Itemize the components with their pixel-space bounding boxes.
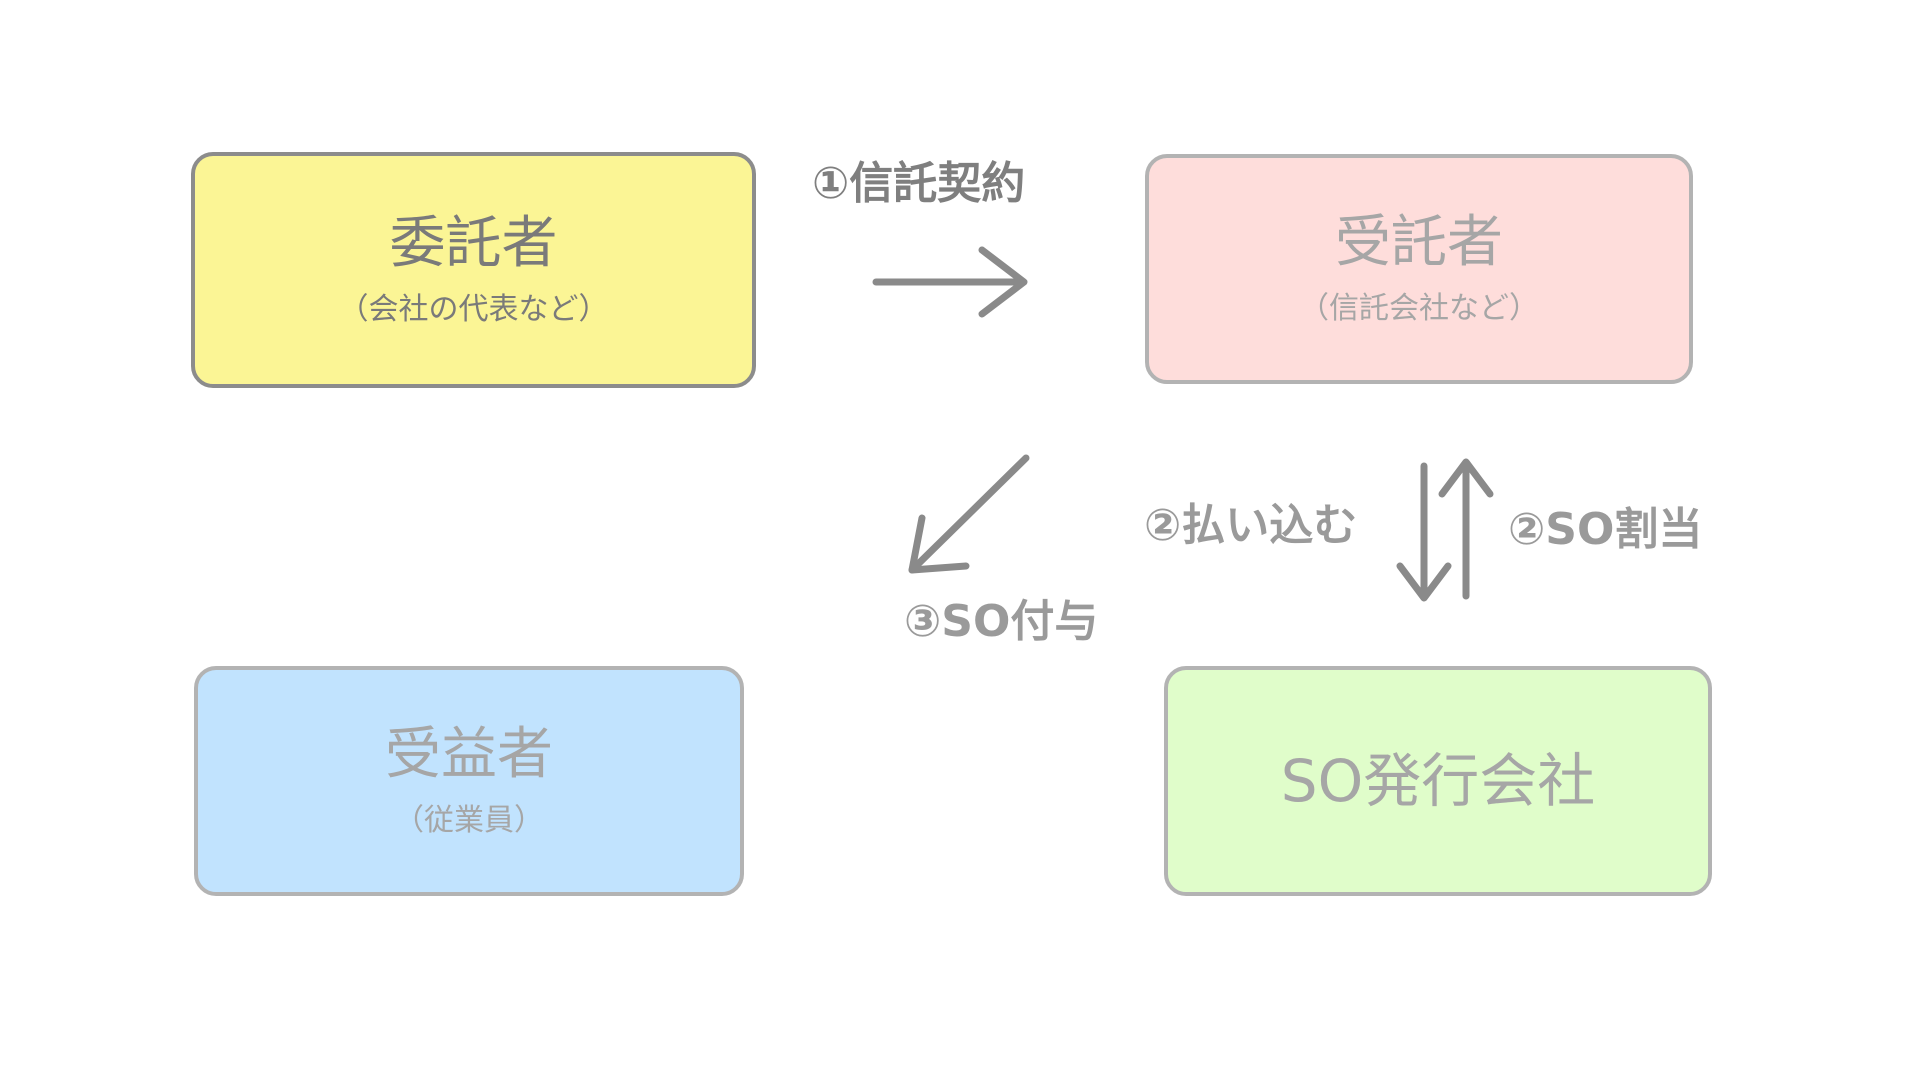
box-juekisha: 受益者 （従業員） [194,666,744,896]
jutakusha-subtitle: （信託会社など） [1299,291,1539,327]
label-so-fuyo: ③SO付与 [904,596,1099,647]
itakusha-subtitle: （会社の代表など） [338,292,609,328]
label-haraikomu: ②払い込む [1144,500,1358,551]
label-so-wariate: ②SO割当 [1508,504,1703,555]
label-shintaku-keiyaku: ①信託契約 [812,158,1026,209]
juekisha-subtitle: （従業員） [394,803,544,839]
box-jutakusha: 受託者 （信託会社など） [1145,154,1693,384]
hakkou-title: SO発行会社 [1280,746,1596,815]
box-so-hakkou-gaisha: SO発行会社 [1164,666,1712,896]
arrow-down-icon [1396,462,1452,602]
arrow-right-icon [872,246,1028,318]
arrow-down-left-icon [908,454,1030,574]
box-itakusha: 委託者 （会社の代表など） [191,152,756,388]
juekisha-title: 受益者 [385,721,553,787]
arrow-up-icon [1438,458,1494,600]
itakusha-title: 委託者 [389,210,558,276]
jutakusha-title: 受託者 [1335,209,1503,275]
